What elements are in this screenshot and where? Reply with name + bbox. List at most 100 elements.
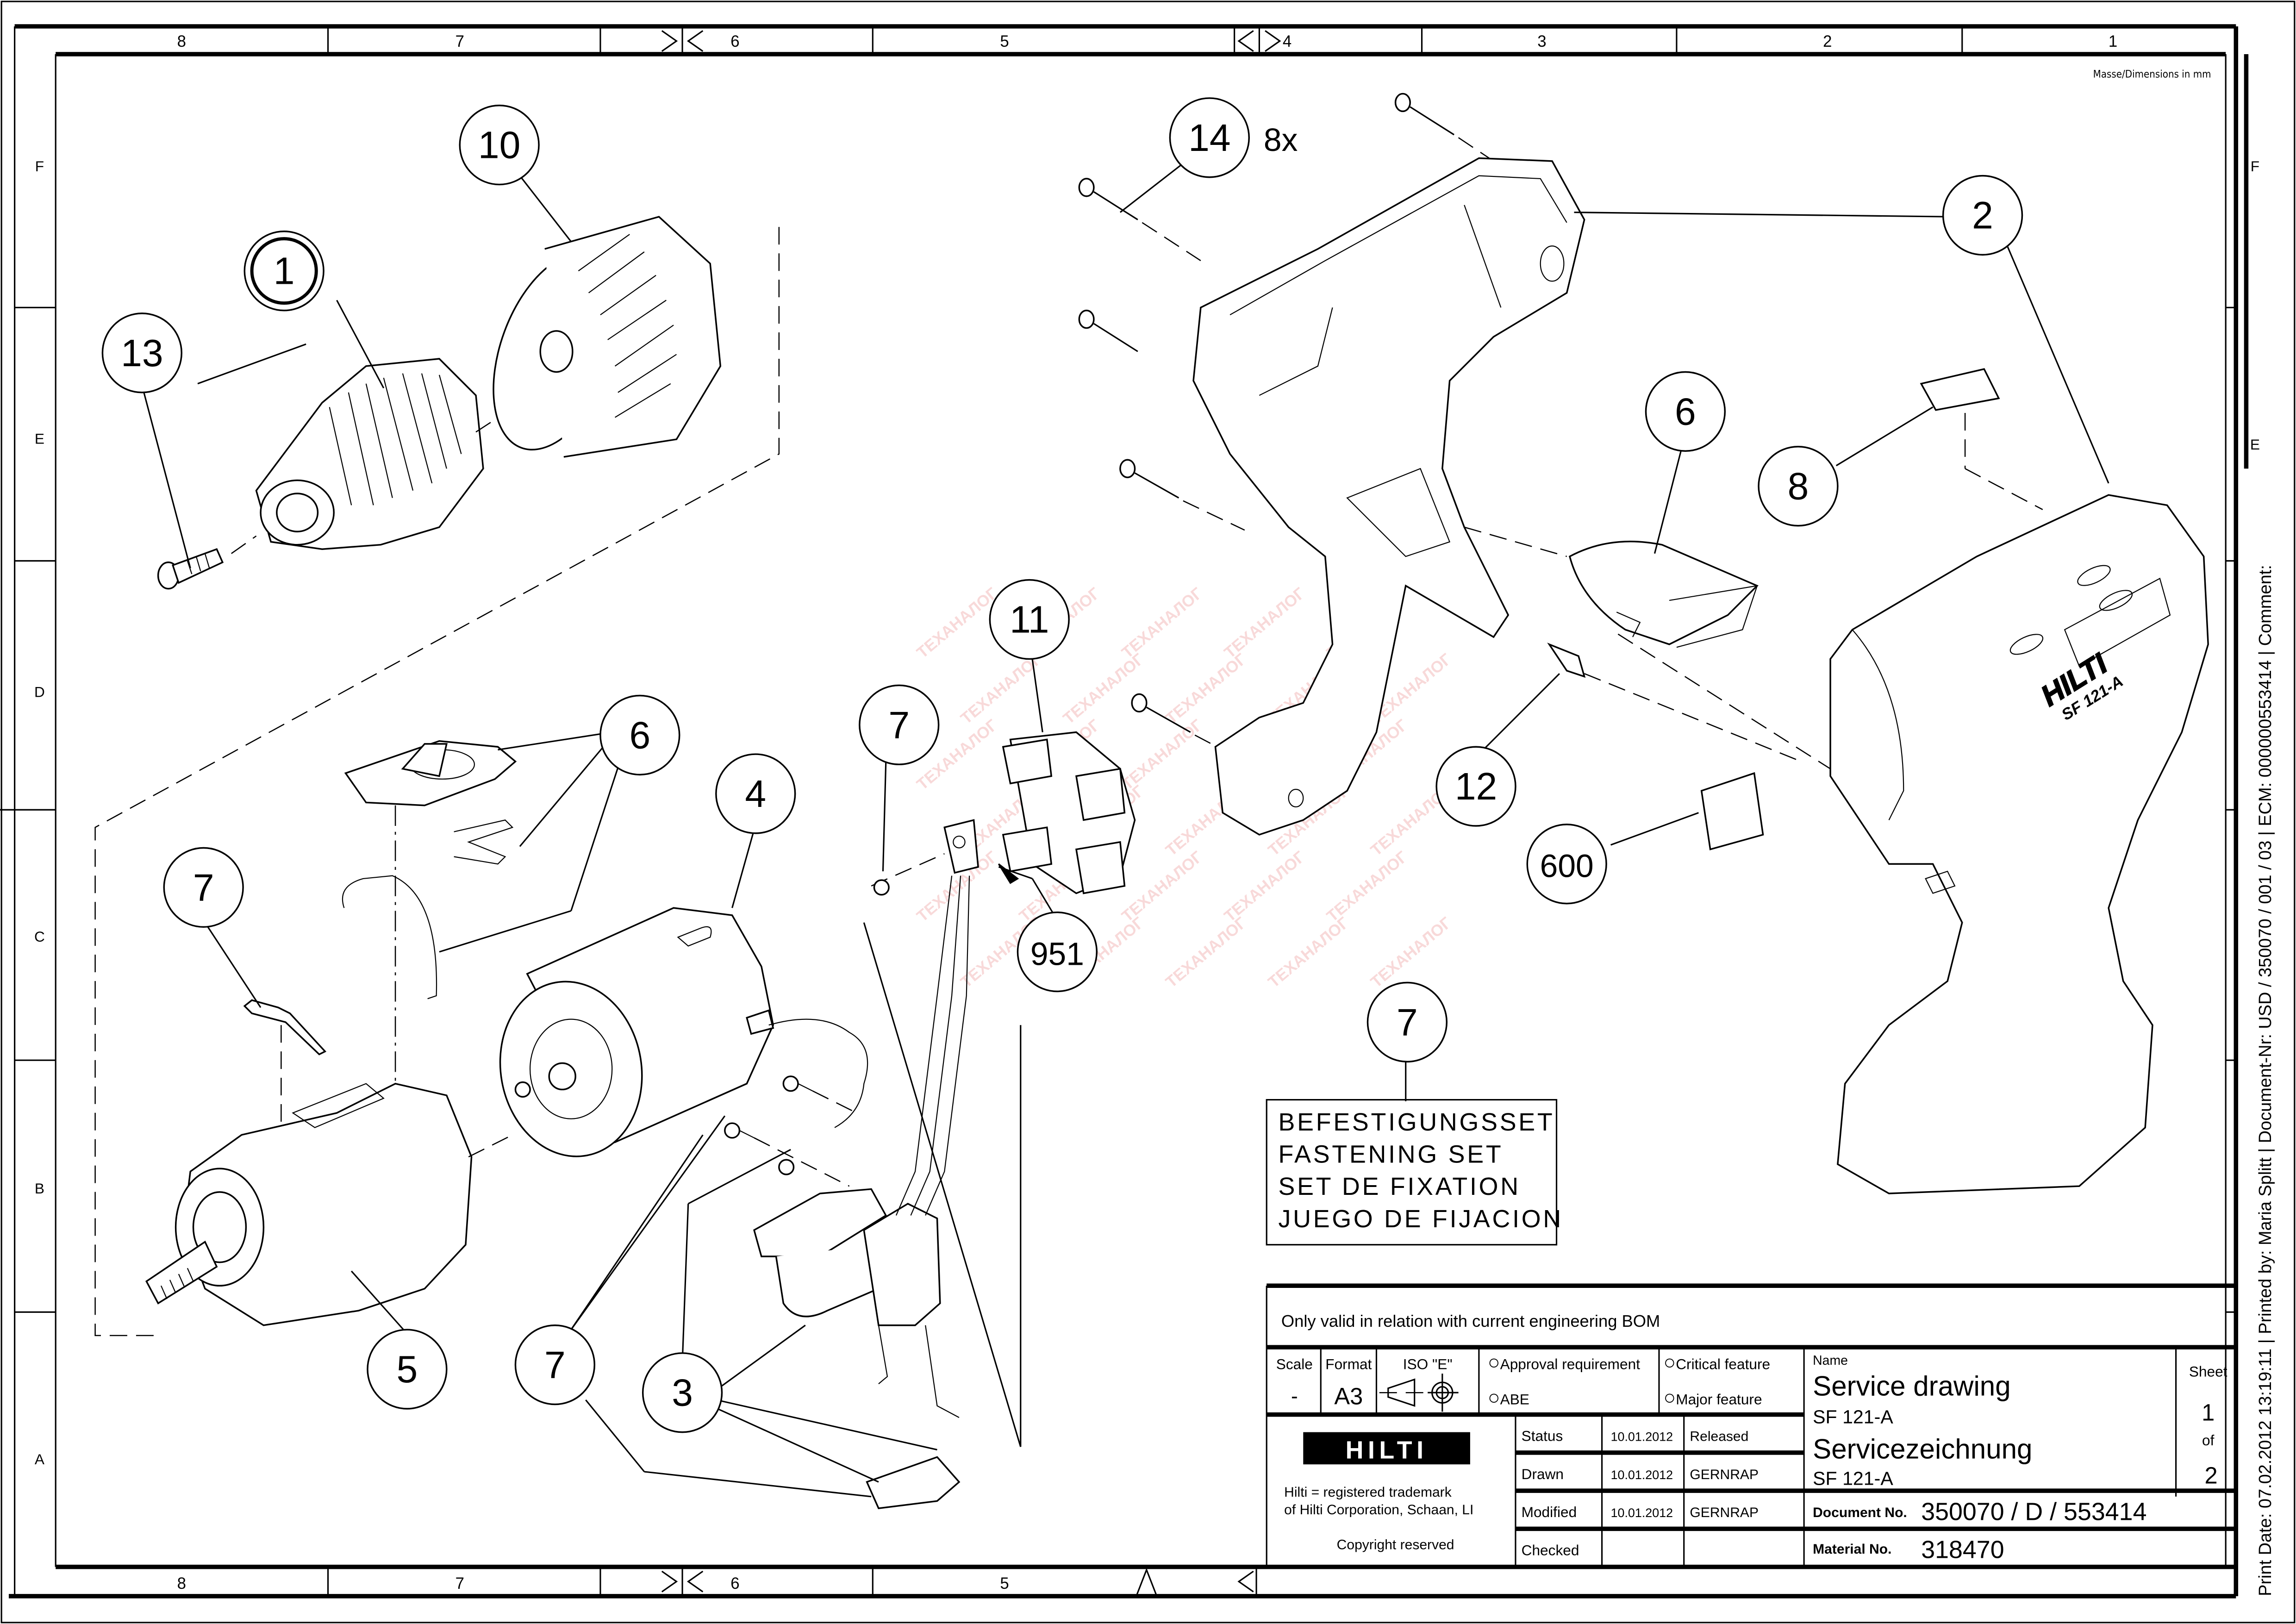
part-8-label [1920,368,2043,510]
part-2-housing-right-half: HILTI SF 121-A [1829,494,2209,1194]
material-number-label: Material No. [1813,1542,1891,1557]
callout-label: 600 [1540,848,1594,884]
sheet-label: Sheet [2189,1363,2227,1380]
zone-row-a: A [35,1451,45,1468]
callout-600: 600 [1526,824,1607,905]
fastening-set-line-es: JUEGO DE FIJACION [1279,1205,1563,1233]
zone-col-8: 8 [177,33,186,50]
callout-circle [599,694,680,776]
callout-13: 13 [101,312,182,394]
callout-label: 7 [888,704,910,746]
part-12-latch-spring [1547,612,1641,678]
callout-951: 951 [1017,911,1098,993]
callout-label: 7 [1397,1001,1418,1043]
row-date: 10.01.2012 [1611,1430,1673,1444]
part-3-trigger-switch [753,1188,961,1509]
callout-6a: 6 [1645,371,1726,452]
zone-row-e-right: E [2250,436,2260,453]
callout-circle [514,1324,596,1405]
callout-12: 12 [1435,746,1516,827]
drawing-model-en: SF 121-A [1813,1406,1893,1428]
part-5-gearbox [145,1082,513,1326]
callout-8: 8 [1758,446,1839,527]
approval-requirement-label: ○Approval requirement [1488,1351,1640,1374]
zone-row-c: C [34,928,45,945]
leader-lines [143,160,2109,1498]
watermark-text: ТЕХАНАЛОГ [957,650,1045,728]
watermark-text: ТЕХАНАЛОГ [1118,848,1206,925]
callout-circle [1942,175,2023,256]
trademark-line-1: Hilti = registered trademark [1284,1485,1452,1500]
document-number-label: Document No. [1813,1505,1907,1520]
sheet-of-label: of [2202,1432,2215,1449]
projection-label: ISO "E" [1403,1356,1453,1373]
zone-col-1: 1 [2109,33,2117,50]
trademark-line-2: of Hilti Corporation, Schaan, LI [1284,1502,1473,1518]
row-value: GERNRAP [1690,1467,1759,1482]
part-6-direction-switch [342,740,517,1084]
watermark-text: ТЕХАНАЛОГ [1162,650,1250,728]
zone-row-f-right: F [2251,158,2259,175]
zone-col-3: 3 [1537,33,1546,50]
row-zone-labels: F E D C B A F E [34,158,2260,1468]
fastening-set-line-fr: SET DE FIXATION [1279,1173,1521,1200]
callout-label: 1 [274,250,295,293]
exploded-view: HILTI SF 121-A [94,93,2209,1509]
callout-label: 951 [1030,936,1084,972]
callout-circle [1758,446,1839,527]
status-row-checked: Checked [1522,1542,1579,1558]
callout-circle [1169,97,1250,178]
part-951-electronic-module [871,819,1019,1216]
part-10-chuck-sleeve [493,216,722,458]
part-11-magnet-holder [1002,731,1136,894]
callout-label: 6 [1675,391,1696,433]
part-600-label [1700,772,1764,850]
part-14-housing-screws [1078,93,1494,750]
callout-label: 12 [1455,766,1497,808]
callout-1: 1 [243,231,324,312]
zone-col-8-bottom: 8 [177,1575,186,1593]
zone-col-7-bottom: 7 [455,1575,464,1593]
abe-label: ○ABE [1488,1387,1529,1409]
watermark-text: ТЕХАНАЛОГ [1221,584,1309,662]
callout-label: 5 [397,1349,418,1391]
watermark-text: ТЕХАНАЛОГ [1118,584,1206,662]
callout-11: 11 [989,579,1070,660]
watermark-text: ТЕХАНАЛОГ [1118,716,1206,793]
callout-circle [1526,824,1607,905]
callout-label: 7 [544,1344,566,1387]
row-value: Released [1690,1429,1748,1444]
callout-circle [1017,911,1098,993]
callout-label: 11 [1010,599,1049,641]
format-value: A3 [1334,1383,1363,1410]
hilti-logo [1303,1432,1470,1465]
document-number: 350070 / D / 553414 [1921,1498,2146,1525]
scale-label: Scale [1276,1356,1313,1373]
part-4-motor [499,907,868,1157]
fastening-set-box: BEFESTIGUNGSSET FASTENING SET SET DE FIX… [1266,1099,1563,1246]
callout-14: 14 [1169,97,1250,178]
callout-circle [459,105,540,186]
part-1-keyless-chuck [255,358,506,550]
row-date: 10.01.2012 [1611,1468,1673,1482]
callout-circle [243,231,324,312]
zone-row-e: E [35,430,44,447]
zone-col-6: 6 [730,33,739,50]
row-label: Modified [1522,1504,1577,1520]
callout-circle [1366,981,1448,1063]
callout-2: 2 [1942,175,2023,256]
row-value: GERNRAP [1690,1505,1759,1520]
sheet-total: 2 [2204,1462,2217,1488]
scale-value: - [1291,1385,1298,1407]
validity-note: Only valid in relation with current engi… [1281,1312,1660,1330]
chuck-assembly-boundary [94,227,780,1337]
callout-4: 4 [715,753,796,834]
callout-3: 3 [642,1352,723,1433]
callout-14-quantity: 8x [1264,122,1298,158]
callout-label: 2 [1972,194,1993,237]
